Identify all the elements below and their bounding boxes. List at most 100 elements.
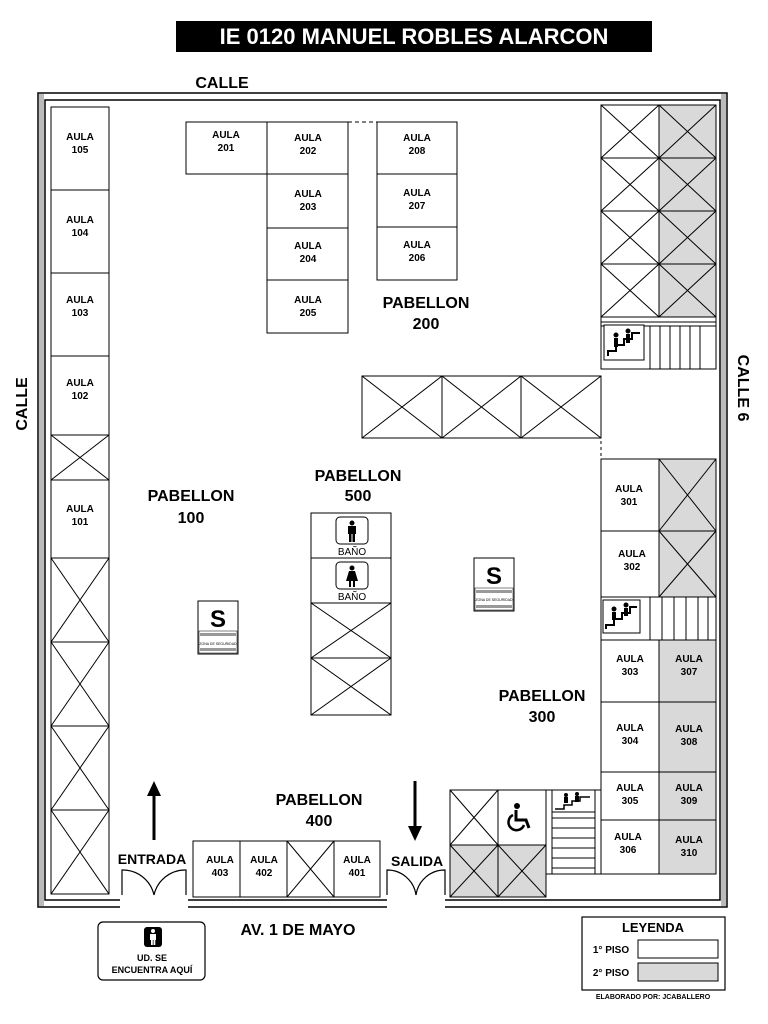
classroom-label-402: AULA <box>250 855 278 866</box>
title-bar <box>176 21 652 52</box>
classroom-label-101: AULA <box>66 504 94 515</box>
classroom-label-305: AULA <box>616 783 644 794</box>
classroom-number-208: 208 <box>409 146 426 157</box>
bathroom-women-label: BAÑO <box>338 590 367 603</box>
classroom-number-306: 306 <box>620 845 637 856</box>
classroom-number-302: 302 <box>624 562 641 573</box>
bathroom-men-label: BAÑO <box>338 545 367 558</box>
classroom-label-307: AULA <box>675 654 703 665</box>
classroom-label-204: AULA <box>294 241 322 252</box>
classroom-number-401: 401 <box>349 868 366 879</box>
classroom-label-205: AULA <box>294 295 322 306</box>
pavilion-400-title: PABELLON <box>276 792 363 809</box>
exit-door <box>386 869 446 896</box>
classroom-label-103: AULA <box>66 295 94 306</box>
stairs-icon <box>551 789 596 813</box>
classroom-label-206: AULA <box>403 240 431 251</box>
classroom-number-206: 206 <box>409 253 426 264</box>
classroom-label-301: AULA <box>615 484 643 495</box>
stairs-icon <box>602 599 641 634</box>
classroom-number-104: 104 <box>72 228 89 239</box>
pavilion-200-title: PABELLON <box>383 295 470 312</box>
wheelchair-icon <box>507 803 531 832</box>
classroom-number-303: 303 <box>622 667 639 678</box>
classroom-label-202: AULA <box>294 133 322 144</box>
you-are-here-box <box>97 921 206 981</box>
safe-zone-caption: ZONA DE SEGURIDAD <box>475 598 513 602</box>
classroom-number-203: 203 <box>300 202 317 213</box>
pavilion-300-upper-block <box>600 104 717 458</box>
classroom-number-102: 102 <box>72 391 89 402</box>
man-icon <box>144 927 162 947</box>
legend-first-floor-label: 1° PISO <box>593 945 629 956</box>
classroom-label-306: AULA <box>614 832 642 843</box>
legend-box <box>581 916 726 991</box>
classroom-label-105: AULA <box>66 132 94 143</box>
you-are-here-line1: UD. SE <box>137 953 167 963</box>
arrow-down-icon <box>408 781 422 841</box>
wall-fill <box>39 94 44 906</box>
classroom-label-302: AULA <box>618 549 646 560</box>
pavilion-500-number: 500 <box>345 488 372 505</box>
classroom-number-105: 105 <box>72 145 89 156</box>
classroom-number-307: 307 <box>681 667 698 678</box>
legend-second-floor-label: 2° PISO <box>593 968 629 979</box>
stairs-icon <box>603 324 645 361</box>
safe-zone-caption: ZONA DE SEGURIDAD <box>199 642 237 646</box>
perimeter-wall <box>37 92 728 908</box>
safe-zone-letter: S <box>486 563 502 590</box>
classroom-label-102: AULA <box>66 378 94 389</box>
street-bottom: AV. 1 DE MAYO <box>240 922 355 939</box>
pavilion-300-lower-block <box>600 458 717 875</box>
page-title: IE 0120 MANUEL ROBLES ALARCON <box>220 24 609 49</box>
legend-swatch-first-floor <box>637 939 719 959</box>
man-icon <box>335 516 369 545</box>
classroom-number-309: 309 <box>681 796 698 807</box>
classroom-number-201: 201 <box>218 143 235 154</box>
pavilion-300-title: PABELLON <box>499 688 586 705</box>
pavilion-400-number: 400 <box>306 813 333 830</box>
legend-swatch-second-floor <box>637 962 719 982</box>
classroom-label-403: AULA <box>206 855 234 866</box>
pavilion-100-number: 100 <box>178 510 205 527</box>
pavilion-200-block <box>185 121 458 334</box>
classroom-label-201: AULA <box>212 130 240 141</box>
classroom-number-308: 308 <box>681 737 698 748</box>
legend-title: LEYENDA <box>622 920 685 935</box>
classroom-number-207: 207 <box>409 201 426 212</box>
street-right: CALLE 6 <box>734 355 751 422</box>
street-left: CALLE <box>14 377 31 431</box>
classroom-label-208: AULA <box>403 133 431 144</box>
pavilion-300-number: 300 <box>529 709 556 726</box>
entrance-door <box>121 869 187 896</box>
classroom-number-403: 403 <box>212 868 229 879</box>
classroom-label-304: AULA <box>616 723 644 734</box>
exit-label: SALIDA <box>391 853 443 869</box>
pavilion-500-title: PABELLON <box>315 468 402 485</box>
classroom-number-305: 305 <box>622 796 639 807</box>
woman-icon <box>335 561 369 590</box>
wall-fill <box>721 94 726 906</box>
safe-zone-sign-right <box>473 557 515 612</box>
classroom-number-205: 205 <box>300 308 317 319</box>
classroom-label-303: AULA <box>616 654 644 665</box>
classroom-label-207: AULA <box>403 188 431 199</box>
pavilion-200-number: 200 <box>413 316 440 333</box>
pavilion-400-block <box>192 840 381 898</box>
classroom-number-304: 304 <box>622 736 639 747</box>
entrance-label: ENTRADA <box>118 851 186 867</box>
classroom-label-310: AULA <box>675 835 703 846</box>
safe-zone-sign-left <box>197 600 239 655</box>
pavilion-500-block <box>310 512 392 716</box>
classroom-label-308: AULA <box>675 724 703 735</box>
classroom-number-101: 101 <box>72 517 89 528</box>
pavilion-100-title: PABELLON <box>148 488 235 505</box>
classroom-label-203: AULA <box>294 189 322 200</box>
classroom-label-309: AULA <box>675 783 703 794</box>
credit-text: ELABORADO POR: JCABALLERO <box>596 994 711 1001</box>
street-top: CALLE <box>195 75 249 92</box>
you-are-here-line2: ENCUENTRA AQUÍ <box>112 965 193 975</box>
safe-zone-letter: S <box>210 606 226 633</box>
arrow-up-icon <box>147 781 161 840</box>
